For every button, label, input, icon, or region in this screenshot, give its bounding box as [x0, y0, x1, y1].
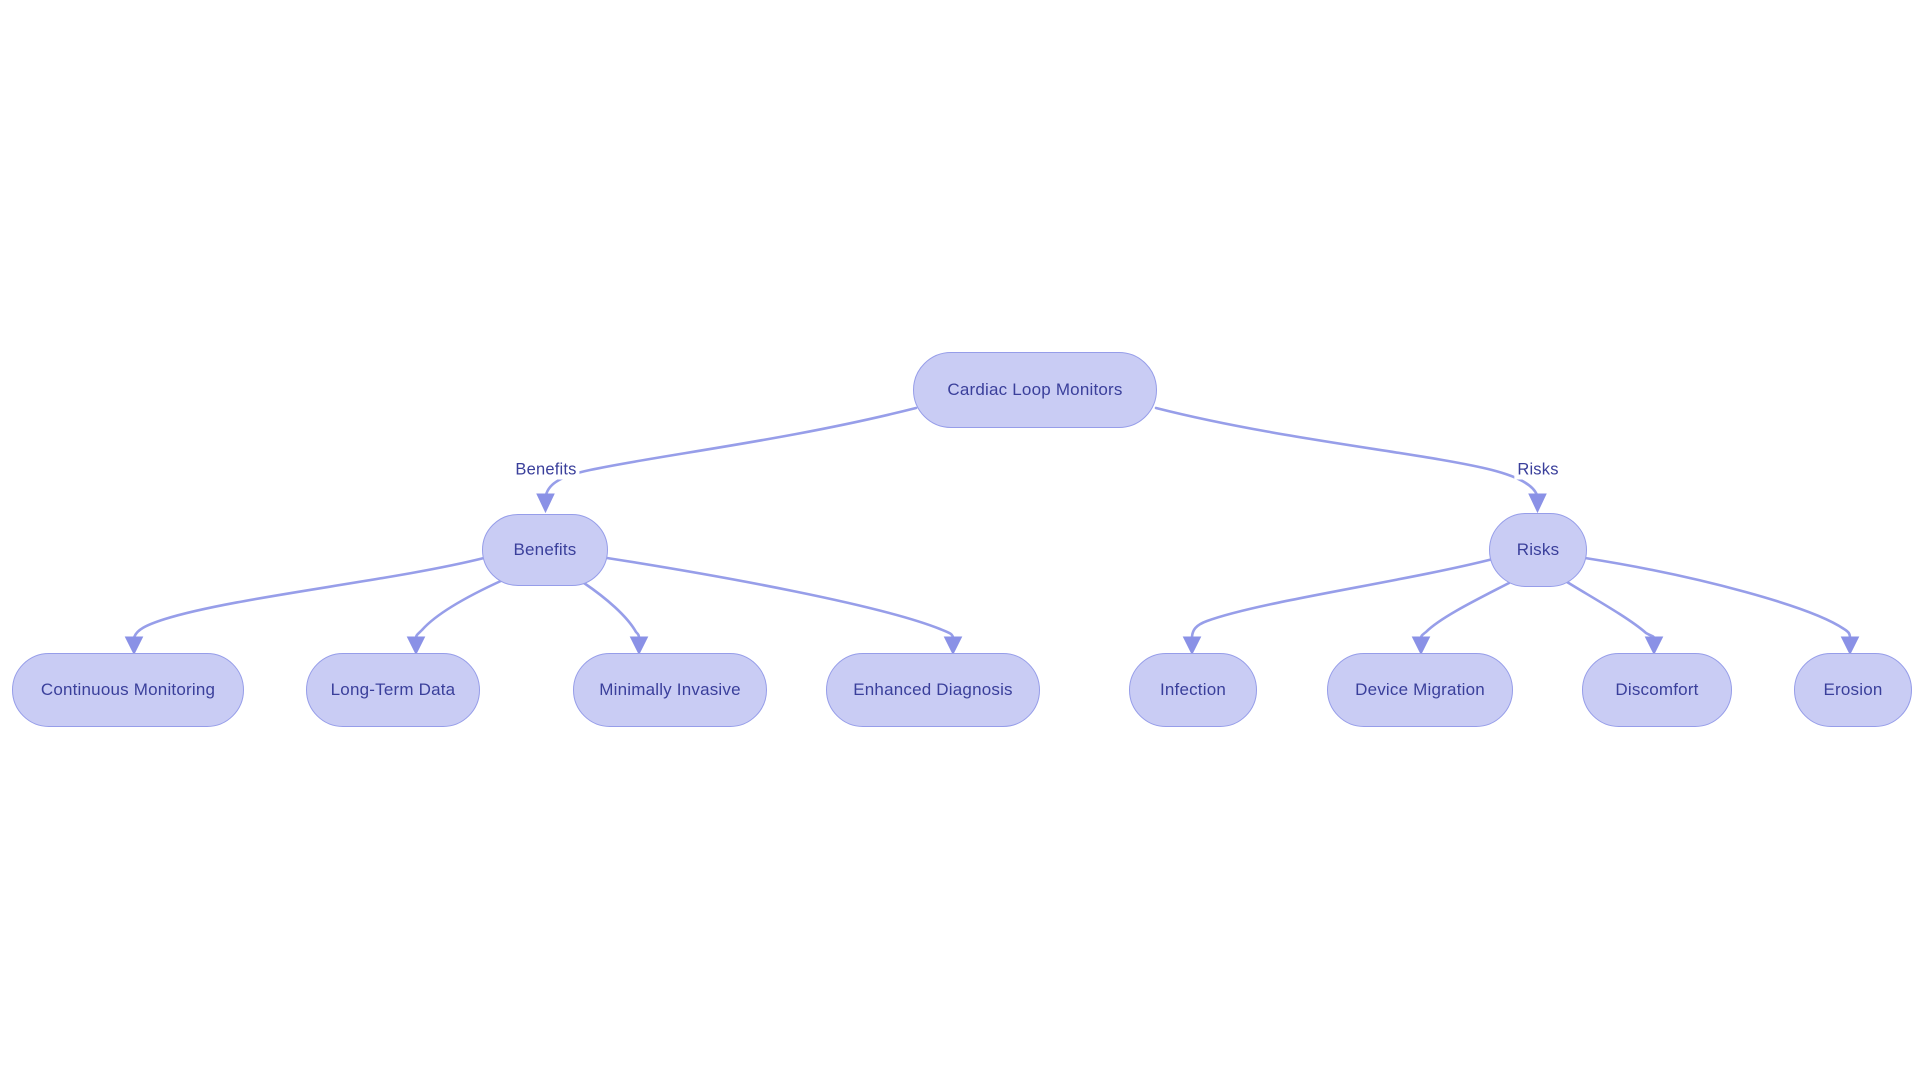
edge-risks-discomfort — [1565, 580, 1656, 640]
arrowhead-risks — [1528, 493, 1547, 514]
node-infection: Infection — [1129, 653, 1257, 727]
edge-label-risks: Risks — [1514, 460, 1562, 480]
node-erosion: Erosion — [1794, 653, 1912, 727]
node-minimally-invasive: Minimally Invasive — [573, 653, 767, 727]
node-discomfort: Discomfort — [1582, 653, 1732, 727]
node-long-term-data: Long-Term Data — [306, 653, 480, 727]
arrowhead-continuous-monitoring — [124, 636, 144, 656]
arrowhead-erosion — [1840, 636, 1860, 656]
edge-label-benefits: Benefits — [512, 460, 580, 480]
node-enhanced-diagnosis: Enhanced Diagnosis — [826, 653, 1040, 727]
arrowhead-discomfort — [1644, 636, 1664, 656]
edge-benefits-long-term-data — [414, 578, 505, 640]
node-continuous-monitoring: Continuous Monitoring — [12, 653, 244, 727]
edge-benefits-minimally-invasive — [582, 581, 641, 640]
edge-risks-device-migration — [1419, 581, 1511, 640]
arrowhead-device-migration — [1411, 636, 1431, 656]
edge-benefits-continuous-monitoring — [132, 556, 486, 640]
node-cardiac-loop-monitors: Cardiac Loop Monitors — [913, 352, 1157, 428]
arrowhead-enhanced-diagnosis — [943, 636, 963, 656]
arrowhead-benefits — [536, 493, 555, 514]
edge-root-risks — [1154, 406, 1539, 497]
edge-risks-erosion — [1583, 556, 1852, 640]
edge-root-benefits — [544, 406, 918, 497]
arrowhead-minimally-invasive — [629, 636, 649, 656]
node-device-migration: Device Migration — [1327, 653, 1513, 727]
node-risks: Risks — [1489, 513, 1587, 587]
arrowhead-infection — [1182, 636, 1202, 656]
edge-risks-infection — [1190, 557, 1495, 640]
edge-benefits-enhanced-diagnosis — [605, 556, 955, 640]
arrowhead-long-term-data — [406, 636, 426, 656]
node-benefits: Benefits — [482, 514, 608, 586]
